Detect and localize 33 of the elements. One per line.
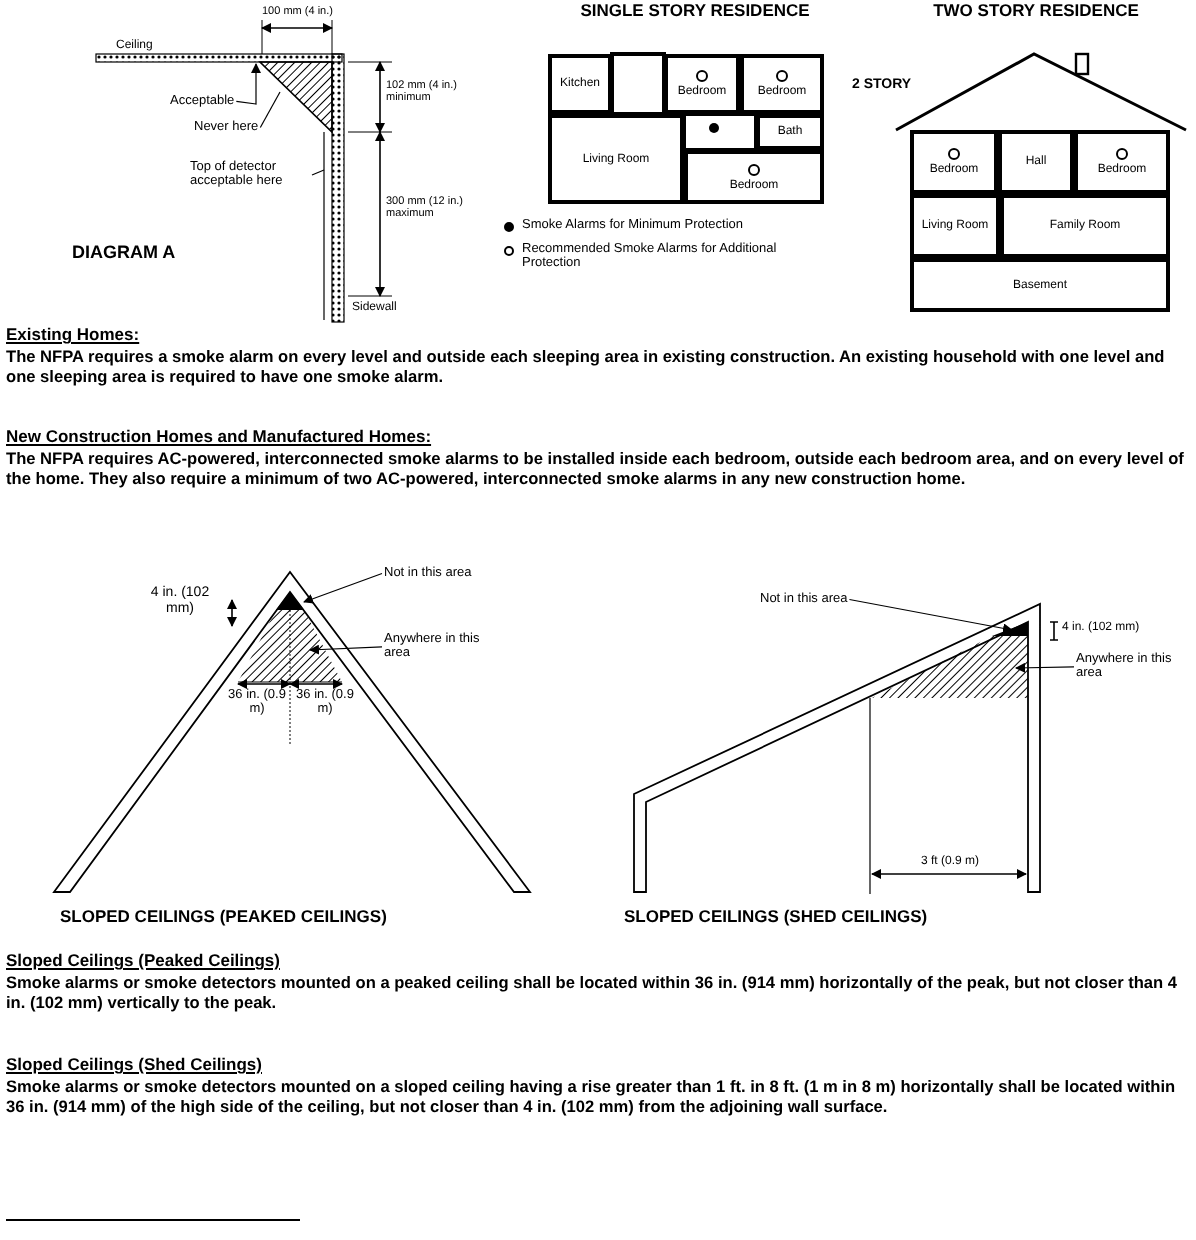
section-heading: New Construction Homes and Manufactured Homes: bbox=[6, 428, 432, 448]
room-box bbox=[664, 54, 740, 114]
paragraph: The NFPA requires a smoke alarm on every level and outside each sleeping area in existing construction. An existing household with one level and one sleeping area is required to have one smoke alarm. bbox=[6, 348, 1167, 387]
section-heading: Existing Homes: bbox=[6, 326, 140, 346]
leader-line bbox=[848, 598, 1013, 634]
leader-line bbox=[309, 644, 383, 655]
room-box bbox=[998, 130, 1074, 194]
diagram-caption: SLOPED CEILINGS (PEAKED CEILINGS) bbox=[60, 908, 389, 928]
heading-text: SINGLE STORY RESIDENCE bbox=[580, 2, 810, 22]
paragraph: The NFPA requires AC-powered, interconnected smoke alarms to be installed inside each bedroom, outside each bedroom area, and on every level of the home. They also require a minimum of two AC-powered, interconnected smoke alarms in any new construction home. bbox=[6, 450, 1186, 489]
room-box bbox=[740, 54, 824, 114]
diagram-caption: SLOPED CEILINGS (SHED CEILINGS) bbox=[624, 908, 930, 928]
leader-line bbox=[311, 169, 325, 176]
section-heading: Sloped Ceilings (Shed Ceilings) bbox=[6, 1056, 262, 1076]
room-box bbox=[910, 194, 1000, 258]
leader-line bbox=[259, 91, 281, 129]
paragraph: Smoke alarms or smoke detectors mounted on a sloped ceiling having a rise greater than 1 ft. in 8 ft. (1 m in 8 m) horizontally shall be located within 36 in. (914 mm) of the high side of the ceiling, but not closer than 4 in. (102 mm) from the adjoining wall surface. bbox=[6, 1078, 1178, 1117]
paragraph: Smoke alarms or smoke detectors mounted on a peaked ceiling shall be located within 36 in. (914 mm) horizontally of the peak, but not closer than 4 in. (102 mm) vertically to the peak. bbox=[6, 974, 1180, 1013]
room-box bbox=[910, 130, 998, 194]
room-box bbox=[910, 258, 1170, 312]
hatched-zone bbox=[872, 636, 1028, 698]
room-box bbox=[684, 150, 824, 204]
room-box bbox=[1074, 130, 1170, 194]
room-box bbox=[548, 114, 684, 204]
heading-text: TWO STORY RESIDENCE bbox=[931, 2, 1141, 22]
heading-text: DIAGRAM A bbox=[72, 242, 178, 263]
leader-line bbox=[1015, 662, 1075, 673]
room-box bbox=[756, 114, 824, 150]
room-box bbox=[1000, 194, 1170, 258]
leader-line bbox=[303, 572, 383, 604]
leader-line bbox=[235, 63, 261, 105]
room-box bbox=[548, 54, 612, 114]
section-heading: Sloped Ceilings (Peaked Ceilings) bbox=[6, 952, 280, 972]
